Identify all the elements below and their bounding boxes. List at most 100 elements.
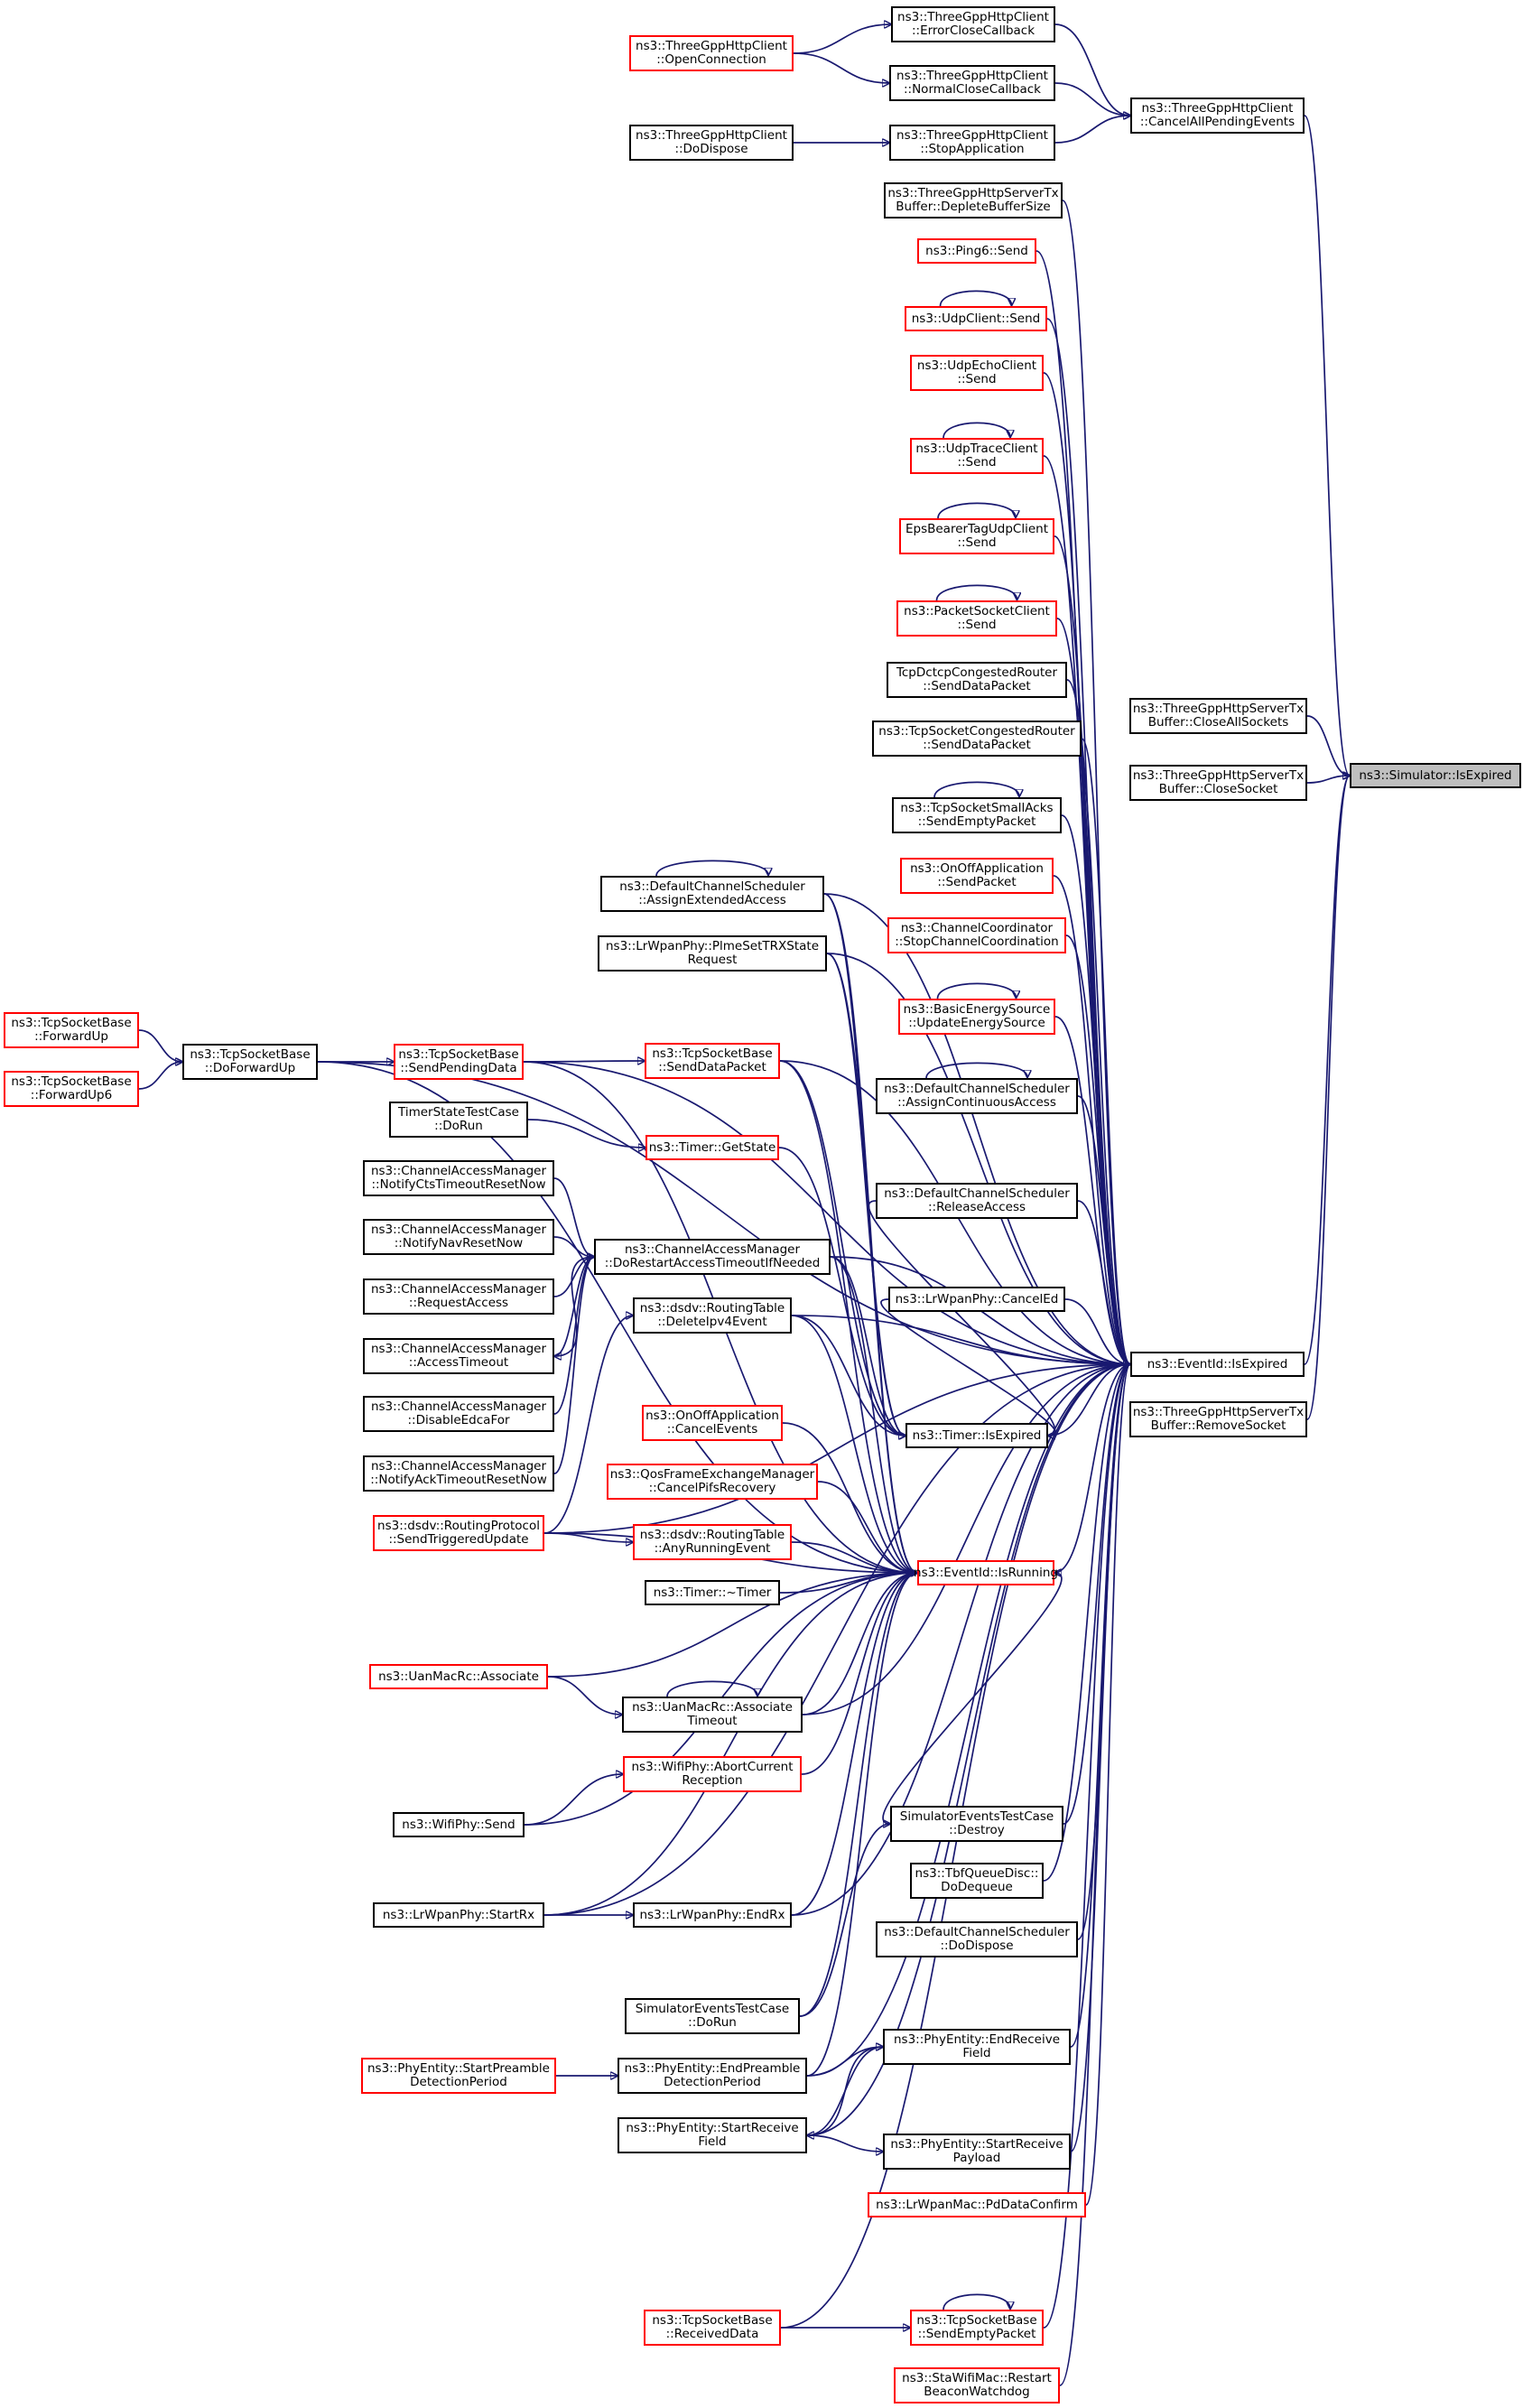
node-ns3-timer-getstate[interactable]: ns3::Timer::GetState [645,1135,779,1160]
node-ns3-defaultchannelscheduler-releaseaccess[interactable]: ns3::DefaultChannelScheduler ::ReleaseAc… [876,1183,1078,1219]
node-ns3-defaultchannelscheduler-assigncontinuousaccess[interactable]: ns3::DefaultChannelScheduler ::AssignCon… [876,1078,1078,1114]
node-ns3-timer-destructor-timer[interactable]: ns3::Timer::~Timer [645,1580,780,1605]
node-ns3-phyentity-startpreamble-detectionperiod[interactable]: ns3::PhyEntity::StartPreamble DetectionP… [361,2058,556,2094]
node-ns3-tcpsocketbase-sendpendingdata[interactable]: ns3::TcpSocketBase ::SendPendingData [394,1044,524,1080]
node-ns3-threegpphttpclient-cancelallpendingevents[interactable]: ns3::ThreeGppHttpClient ::CancelAllPendi… [1130,98,1305,134]
node-ns3-eventid-isrunning[interactable]: ns3::EventId::IsRunning [914,1560,1058,1585]
edge-ns3-timer-getstate-to-ns3-timer-isexpired [778,1147,905,1436]
node-ns3-tcpsocketbase-forwardup6[interactable]: ns3::TcpSocketBase ::ForwardUp6 [4,1071,139,1107]
node-ns3-threegpphttpclient-dodispose[interactable]: ns3::ThreeGppHttpClient ::DoDispose [629,125,794,161]
edge-ns3-wifiphy-abortcurrent-reception-to-ns3-eventid-isrunning [801,1573,917,1775]
node-ns3-uanmacrc-associate[interactable]: ns3::UanMacRc::Associate [369,1664,548,1689]
edge-ns3-lrwpanphy-canceled-to-ns3-eventid-isexpired [1064,1298,1130,1364]
node-ns3-qosframeexchangemanager-cancelpifsrecovery[interactable]: ns3::QosFrameExchangeManager ::CancelPif… [607,1464,818,1500]
node-ns3-udpechoclient-send[interactable]: ns3::UdpEchoClient ::Send [910,355,1044,391]
edge-ns3-tcpsocketbase-sendemptypacket-to-ns3-tcpsocketbase-sendemptypacket [943,2293,1010,2310]
edge-timerstatetestcase-dorun-to-ns3-timer-getstate [527,1119,645,1148]
node-ns3-dsdv-routingtable-anyrunningevent[interactable]: ns3::dsdv::RoutingTable ::AnyRunningEven… [633,1524,792,1560]
node-ns3-ping6-send[interactable]: ns3::Ping6::Send [917,238,1036,264]
node-ns3-phyentity-endreceive-field[interactable]: ns3::PhyEntity::EndReceive Field [883,2029,1071,2065]
node-ns3-channelaccessmanager-disableedcafor[interactable]: ns3::ChannelAccessManager ::DisableEdcaF… [363,1396,554,1432]
node-ns3-threegpphttpclient-stopapplication[interactable]: ns3::ThreeGppHttpClient ::StopApplicatio… [889,125,1055,161]
edge-ns3-tcpsocketbase-forwardup-to-ns3-tcpsocketbase-doforwardup [138,1029,182,1062]
node-ns3-phyentity-startreceive-payload[interactable]: ns3::PhyEntity::StartReceive Payload [883,2134,1071,2170]
node-ns3-timer-isexpired[interactable]: ns3::Timer::IsExpired [905,1423,1048,1448]
node-ns3-dsdv-routingtable-deleteipv4event[interactable]: ns3::dsdv::RoutingTable ::DeleteIpv4Even… [633,1297,792,1334]
edge-simulatoreventstestcase-dorun-to-ns3-eventid-isrunning [799,1573,917,2017]
node-ns3-lrwpanphy-endrx[interactable]: ns3::LrWpanPhy::EndRx [633,1902,792,1928]
node-ns3-udpclient-send[interactable]: ns3::UdpClient::Send [905,306,1047,331]
edge-ns3-tcpsocketbase-forwardup6-to-ns3-tcpsocketbase-doforwardup [138,1062,182,1090]
node-ns3-tcpsocketbase-senddatapacket[interactable]: ns3::TcpSocketBase ::SendDataPacket [645,1043,780,1079]
node-ns3-eventid-isexpired[interactable]: ns3::EventId::IsExpired [1130,1352,1305,1377]
node-ns3-dsdv-routingprotocol-sendtriggeredupdate[interactable]: ns3::dsdv::RoutingProtocol ::SendTrigger… [373,1515,544,1551]
node-ns3-channelaccessmanager-notifyacktimeoutresetnow[interactable]: ns3::ChannelAccessManager ::NotifyAckTim… [363,1455,554,1492]
edge-ns3-channelaccessmanager-dorestartaccesstimeoutifneeded-to-ns3-eventid-isrunning [830,1256,917,1573]
node-ns3-basicenergysource-updateenergysource[interactable]: ns3::BasicEnergySource ::UpdateEnergySou… [898,999,1055,1035]
node-ns3-lrwpanphy-plmesettrxstate-request[interactable]: ns3::LrWpanPhy::PlmeSetTRXState Request [598,935,827,972]
edge-ns3-udpclient-send-to-ns3-udpclient-send [939,290,1012,307]
node-ns3-tcpsocketcongestedrouter-senddatapacket[interactable]: ns3::TcpSocketCongestedRouter ::SendData… [872,721,1082,757]
edge-ns3-threegpphttpservertx-buffer-closesocket-to-ns3-simulator-isexpired [1306,776,1350,784]
node-ns3-tcpsocketbase-sendemptypacket[interactable]: ns3::TcpSocketBase ::SendEmptyPacket [910,2310,1044,2346]
edge-ns3-threegpphttpclient-stopapplication-to-ns3-threegpphttpclient-cancelallpendingevents [1054,116,1130,144]
edge-ns3-dsdv-routingprotocol-sendtriggeredupdate-to-ns3-eventid-isexpired [543,1364,1130,1534]
node-tcpdctcpcongestedrouter-senddatapacket[interactable]: TcpDctcpCongestedRouter ::SendDataPacket [887,662,1067,698]
node-ns3-threegpphttpclient-errorclosecallback[interactable]: ns3::ThreeGppHttpClient ::ErrorCloseCall… [891,6,1055,42]
node-ns3-phyentity-endpreamble-detectionperiod[interactable]: ns3::PhyEntity::EndPreamble DetectionPer… [618,2058,807,2094]
node-ns3-lrwpanmac-pddataconfirm[interactable]: ns3::LrWpanMac::PdDataConfirm [868,2192,1086,2217]
node-ns3-wifiphy-send[interactable]: ns3::WifiPhy::Send [393,1812,525,1837]
node-ns3-channelaccessmanager-requestaccess[interactable]: ns3::ChannelAccessManager ::RequestAcces… [363,1278,554,1315]
node-ns3-lrwpanphy-canceled[interactable]: ns3::LrWpanPhy::CancelEd [888,1287,1065,1312]
edge-ns3-defaultchannelscheduler-releaseaccess-to-ns3-timer-isexpired [868,1200,1056,1436]
node-simulatoreventstestcase-dorun[interactable]: SimulatorEventsTestCase ::DoRun [625,1998,800,2034]
edge-ns3-onoffapplication-sendpacket-to-ns3-eventid-isexpired [1053,875,1130,1364]
node-ns3-tbfqueuedisc-dodequeue[interactable]: ns3::TbfQueueDisc:: DoDequeue [910,1863,1044,1899]
node-ns3-threegpphttpclient-openconnection[interactable]: ns3::ThreeGppHttpClient ::OpenConnection [629,35,794,71]
node-timerstatetestcase-dorun[interactable]: TimerStateTestCase ::DoRun [389,1102,528,1138]
edge-ns3-channelaccessmanager-notifyacktimeoutresetnow-to-ns3-channelaccessmanager-dorestartaccesstimeoutifneeded [553,1257,594,1474]
node-ns3-threegpphttpservertx-buffer-closeallsockets[interactable]: ns3::ThreeGppHttpServerTx Buffer::CloseA… [1129,698,1307,734]
node-ns3-threegpphttpclient-normalclosecallback[interactable]: ns3::ThreeGppHttpClient ::NormalCloseCal… [889,65,1055,101]
edge-ns3-tcpsocketbase-sendpendingdata-to-ns3-tcpsocketbase-senddatapacket [523,1061,645,1062]
node-ns3-threegpphttpservertx-buffer-removesocket[interactable]: ns3::ThreeGppHttpServerTx Buffer::Remove… [1129,1401,1307,1437]
node-ns3-threegpphttpservertx-buffer-closesocket[interactable]: ns3::ThreeGppHttpServerTx Buffer::CloseS… [1129,765,1307,801]
node-ns3-packetsocketclient-send[interactable]: ns3::PacketSocketClient ::Send [896,600,1057,637]
edge-ns3-phyentity-endpreamble-detectionperiod-to-ns3-eventid-isexpired [806,1364,1130,2077]
node-ns3-channelaccessmanager-dorestartaccesstimeoutifneeded[interactable]: ns3::ChannelAccessManager ::DoRestartAcc… [594,1239,831,1275]
node-ns3-stawifimac-restart-beaconwatchdog[interactable]: ns3::StaWifiMac::Restart BeaconWatchdog [894,2367,1060,2403]
edge-ns3-phyentity-endpreamble-detectionperiod-to-ns3-eventid-isrunning [806,1573,917,2077]
edge-ns3-eventid-isrunning-to-ns3-eventid-isexpired [1054,1364,1130,1574]
edge-ns3-channelaccessmanager-dorestartaccesstimeoutifneeded-to-ns3-timer-isexpired [830,1256,905,1436]
edge-ns3-timer-isexpired-to-ns3-eventid-isexpired [1047,1364,1130,1436]
edge-ns3-phyentity-startreceive-field-to-ns3-phyentity-startreceive-payload [806,2134,883,2152]
node-ns3-defaultchannelscheduler-dodispose[interactable]: ns3::DefaultChannelScheduler ::DoDispose [876,1921,1078,1957]
node-ns3-defaultchannelscheduler-assignextendedaccess[interactable]: ns3::DefaultChannelScheduler ::AssignExt… [600,876,824,912]
edge-ns3-phyentity-endreceive-field-to-ns3-phyentity-startreceive-field [807,2046,884,2135]
node-ns3-onoffapplication-cancelevents[interactable]: ns3::OnOffApplication ::CancelEvents [642,1405,783,1441]
edge-ns3-channelaccessmanager-disableedcafor-to-ns3-channelaccessmanager-dorestartaccesstimeoutifneeded [553,1257,594,1415]
node-ns3-wifiphy-abortcurrent-reception[interactable]: ns3::WifiPhy::AbortCurrent Reception [623,1756,802,1792]
edge-ns3-eventid-isexpired-to-ns3-simulator-isexpired [1304,776,1350,1365]
node-ns3-channelcoordinator-stopchannelcoordination[interactable]: ns3::ChannelCoordinator ::StopChannelCoo… [887,917,1066,953]
node-ns3-channelaccessmanager-accesstimeout[interactable]: ns3::ChannelAccessManager ::AccessTimeou… [363,1338,554,1374]
node-ns3-lrwpanphy-startrx[interactable]: ns3::LrWpanPhy::StartRx [373,1902,544,1928]
node-ns3-onoffapplication-sendpacket[interactable]: ns3::OnOffApplication ::SendPacket [900,858,1054,894]
node-ns3-channelaccessmanager-notifynavresetnow[interactable]: ns3::ChannelAccessManager ::NotifyNavRes… [363,1219,554,1255]
node-ns3-udptraceclient-send[interactable]: ns3::UdpTraceClient ::Send [910,438,1044,474]
node-ns3-threegpphttpservertx-buffer-depletebuffersize[interactable]: ns3::ThreeGppHttpServerTx Buffer::Deplet… [884,182,1063,218]
edge-ns3-threegpphttpclient-errorclosecallback-to-ns3-threegpphttpclient-cancelallpendingevents [1054,23,1130,116]
node-simulatoreventstestcase-destroy[interactable]: SimulatorEventsTestCase ::Destroy [890,1806,1063,1842]
edge-ns3-tcpsocketbase-senddatapacket-to-ns3-timer-isexpired [779,1060,905,1436]
edge-ns3-defaultchannelscheduler-assignextendedaccess-to-ns3-eventid-isexpired [823,893,1130,1364]
node-epsbearertagudpclient-send[interactable]: EpsBearerTagUdpClient ::Send [899,518,1054,554]
node-ns3-phyentity-startreceive-field[interactable]: ns3::PhyEntity::StartReceive Field [618,2117,807,2153]
node-ns3-simulator-isexpired: ns3::Simulator::IsExpired [1350,763,1521,788]
node-ns3-tcpsocketbase-doforwardup[interactable]: ns3::TcpSocketBase ::DoForwardUp [182,1044,318,1080]
node-ns3-tcpsocketbase-forwardup[interactable]: ns3::TcpSocketBase ::ForwardUp [4,1012,139,1048]
node-ns3-tcpsocketsmallacks-sendemptypacket[interactable]: ns3::TcpSocketSmallAcks ::SendEmptyPacke… [892,797,1062,833]
node-ns3-tcpsocketbase-receiveddata[interactable]: ns3::TcpSocketBase ::ReceivedData [644,2310,781,2346]
edge-ns3-dsdv-routingprotocol-sendtriggeredupdate-to-ns3-dsdv-routingtable-anyrunningevent [543,1532,633,1542]
node-ns3-uanmacrc-associate-timeout[interactable]: ns3::UanMacRc::Associate Timeout [622,1697,803,1733]
node-ns3-channelaccessmanager-notifyctstimeoutresetnow[interactable]: ns3::ChannelAccessManager ::NotifyCtsTim… [363,1160,554,1196]
